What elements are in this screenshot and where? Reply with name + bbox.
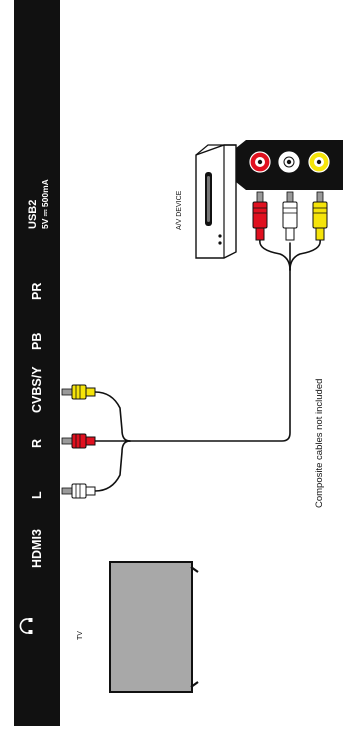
- av-jack-panel: [236, 140, 343, 190]
- tv-plug-red: [61, 433, 96, 449]
- composite-cable: [94, 239, 321, 492]
- port-label-hdmi3: HDMI3: [30, 529, 44, 568]
- tv-label: TV: [77, 631, 84, 640]
- av-device-label: A/V DEVICE: [176, 190, 183, 230]
- av-plug-yellow: [312, 191, 328, 241]
- connector-panel: [14, 0, 60, 726]
- tv-illustration: [109, 561, 199, 693]
- tv-plug-yellow: [61, 384, 96, 400]
- port-label-cvbs: CVBS/Y: [30, 366, 44, 413]
- av-device: [195, 144, 237, 259]
- av-plug-white: [282, 191, 298, 241]
- port-label-pr: PR: [30, 283, 44, 300]
- headphone-icon: [19, 618, 33, 634]
- av-plug-red: [252, 191, 268, 241]
- port-label-pb: PB: [30, 333, 44, 350]
- port-label-r: R: [30, 439, 44, 448]
- tv-plug-white: [61, 483, 96, 499]
- port-label-usb2-rating: 5V ⎓ 500mA: [40, 179, 50, 229]
- cables-note: Composite cables not included: [314, 379, 325, 508]
- port-label-l: L: [30, 491, 44, 499]
- port-label-usb2: USB2: [27, 200, 39, 229]
